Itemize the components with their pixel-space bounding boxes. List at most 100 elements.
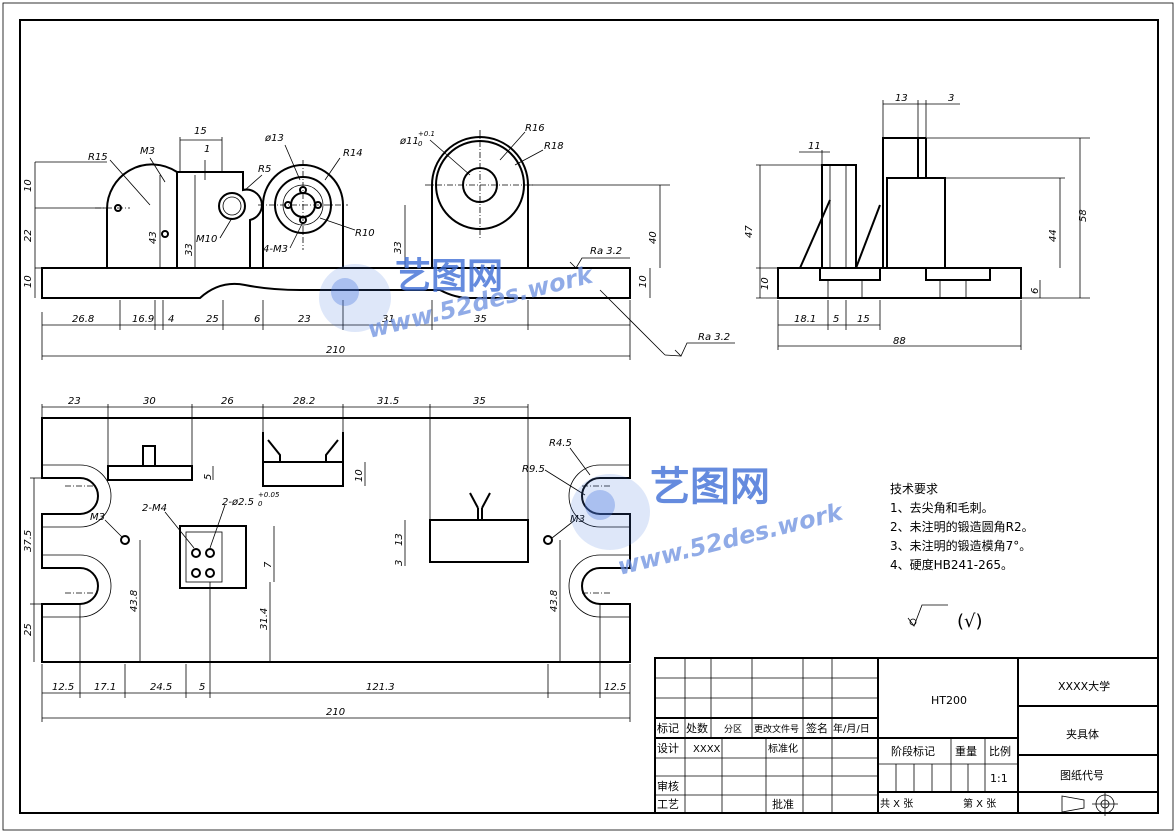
front-v-10c: 10 — [638, 275, 649, 288]
top-v-31-4: 31.4 — [259, 608, 270, 630]
tb-label-sign: 签名 — [806, 721, 828, 735]
front-overall: 210 — [326, 345, 345, 356]
watermark-right: 艺图网 www.52des.work — [570, 464, 847, 581]
top-v-37-5: 37.5 — [23, 530, 34, 552]
top-m3-left: M3 — [90, 512, 105, 523]
front-v-43: 43 — [148, 231, 159, 244]
tb-label-mark: 标记 — [657, 721, 679, 735]
side-v-10: 10 — [760, 277, 771, 290]
tech-item-4: 4、硬度HB241-265。 — [890, 557, 1013, 572]
front-v-10b: 10 — [23, 275, 34, 288]
top-v-5: 5 — [203, 474, 214, 480]
top-r9-5: R9.5 — [522, 464, 545, 475]
front-v-22: 22 — [23, 229, 34, 242]
front-r16: R16 — [525, 123, 545, 134]
top-v-43-8a: 43.8 — [129, 590, 140, 612]
side-view: 13 3 11 47 10 44 58 6 18.1 5 15 88 — [744, 93, 1090, 350]
watermark-brand-1: 艺图网 — [395, 256, 503, 297]
top-v-7: 7 — [263, 561, 274, 568]
top-v-3: 3 — [394, 560, 405, 566]
front-r5: R5 — [258, 164, 271, 175]
front-m10: M10 — [196, 234, 217, 245]
top-b-12-5a: 12.5 — [52, 682, 74, 693]
front-b-35: 35 — [474, 314, 487, 325]
side-b-18-1: 18.1 — [794, 314, 816, 325]
tb-design-label: 设计 — [657, 742, 679, 755]
tb-label-change: 更改文件号 — [754, 723, 799, 735]
side-dim-3: 3 — [948, 93, 954, 104]
top-view: 23 30 26 28.2 31.5 35 R4.5 R9.5 M3 M3 2-… — [23, 396, 631, 722]
tb-standard-label: 标准化 — [768, 742, 798, 755]
front-bore-tol-upper: +0.1 — [418, 130, 435, 138]
front-v-33b: 33 — [393, 241, 404, 254]
roughness-other: (√) — [957, 611, 983, 632]
top-b-24-5: 24.5 — [150, 682, 172, 693]
front-v-10a: 10 — [23, 179, 34, 192]
front-bore: ø11 — [399, 136, 419, 147]
tb-university: XXXX大学 — [1058, 679, 1110, 693]
front-b-4: 4 — [168, 314, 174, 325]
tech-notes: 技术要求 1、去尖角和毛刺。 2、未注明的锻造圆角R2。 3、未注明的锻造模角7… — [890, 482, 1034, 632]
front-b-25: 25 — [206, 314, 219, 325]
tb-total-sheets: 共 X 张 — [880, 798, 913, 810]
top-overall: 210 — [326, 707, 345, 718]
tech-item-2: 2、未注明的锻造圆角R2。 — [890, 519, 1034, 534]
front-dim-15: 15 — [194, 126, 207, 137]
front-r15: R15 — [88, 152, 108, 163]
top-b-5: 5 — [199, 682, 205, 693]
tb-scale: 1:1 — [990, 772, 1008, 785]
tech-title: 技术要求 — [890, 482, 938, 496]
front-bore-tol-lower: 0 — [418, 140, 423, 148]
tb-sheet-no: 第 X 张 — [963, 797, 996, 810]
tb-review-label: 审核 — [657, 779, 679, 793]
tb-weight-label: 重量 — [955, 744, 977, 758]
top-t-30: 30 — [143, 396, 156, 407]
top-m3-right: M3 — [570, 514, 585, 525]
top-2m4: 2-M4 — [142, 503, 167, 514]
top-t-23: 23 — [68, 396, 81, 407]
side-overall: 88 — [893, 336, 906, 347]
top-b-17-1: 17.1 — [94, 682, 116, 693]
front-view: R15 M3 15 1 R5 ø13 R14 R10 4-M3 M10 ø11 … — [23, 123, 735, 360]
tb-process-label: 工艺 — [657, 798, 679, 811]
side-v-6: 6 — [1030, 288, 1041, 294]
watermark-brand-2: 艺图网 — [650, 464, 770, 510]
top-v-25: 25 — [23, 623, 34, 636]
front-dim-1: 1 — [204, 144, 210, 155]
side-v-58: 58 — [1078, 209, 1089, 222]
front-r18: R18 — [544, 141, 564, 152]
side-b-5: 5 — [833, 314, 839, 325]
front-r14: R14 — [343, 148, 363, 159]
tech-item-3: 3、未注明的锻造模角7°。 — [890, 538, 1031, 553]
tb-designer: XXXX — [693, 744, 721, 755]
tb-part-name: 夹具体 — [1066, 727, 1099, 741]
side-v-44: 44 — [1048, 229, 1059, 242]
top-t-35: 35 — [473, 396, 486, 407]
watermark-center: 艺图网 www.52des.work — [319, 256, 597, 344]
top-pin-tol-lower: 0 — [258, 500, 263, 508]
tb-material: HT200 — [931, 694, 967, 707]
top-v-43-8b: 43.8 — [549, 590, 560, 612]
front-v-33a: 33 — [184, 243, 195, 256]
tb-scale-label: 比例 — [989, 744, 1011, 758]
top-t-31-5: 31.5 — [377, 396, 399, 407]
side-dim-13: 13 — [895, 93, 908, 104]
front-b-31: 31 — [382, 314, 395, 325]
side-v-47: 47 — [744, 225, 755, 238]
front-r10: R10 — [355, 228, 375, 239]
tb-label-zone: 分区 — [724, 724, 742, 735]
top-v-10: 10 — [354, 469, 365, 482]
tb-label-date: 年/月/日 — [833, 722, 870, 735]
title-block: HT200 XXXX大学 夹具体 图纸代号 标记 处数 分区 更改文件号 签名 … — [654, 657, 1159, 816]
projection-symbol-icon — [1061, 792, 1118, 816]
roughness-symbol-icon — [907, 604, 948, 627]
side-b-15: 15 — [857, 314, 870, 325]
top-2pin: 2-ø2.5 — [222, 497, 254, 508]
tb-label-count: 处数 — [686, 722, 708, 735]
front-m3: M3 — [140, 146, 155, 157]
top-b-121-3: 121.3 — [366, 682, 395, 693]
top-v-13: 13 — [394, 533, 405, 546]
top-b-12-5b: 12.5 — [604, 682, 626, 693]
